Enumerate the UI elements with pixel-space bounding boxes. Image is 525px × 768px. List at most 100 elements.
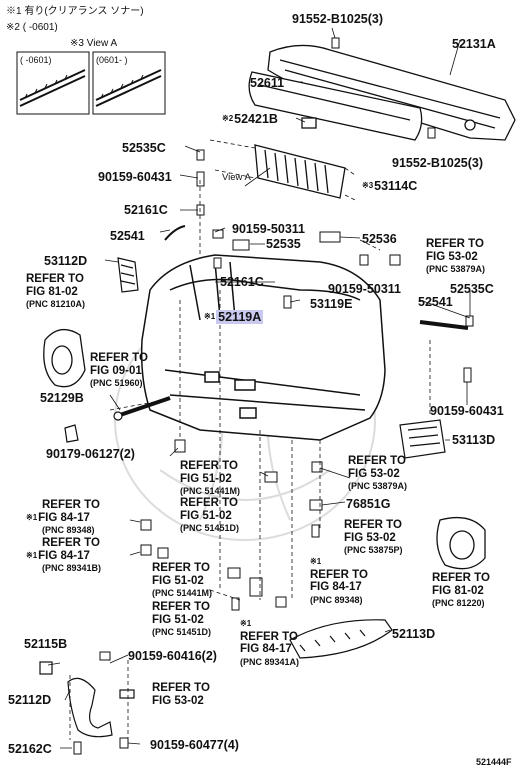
leader-lines — [47, 27, 471, 749]
refer-line1: REFER TO — [42, 537, 100, 549]
refer-line1: REFER TO — [152, 601, 210, 613]
refer-line2: FIG 84-17 — [38, 549, 90, 562]
refer-line2: FIG 53-02 — [152, 694, 204, 707]
part-label-90159-60431-right[interactable]: 90159-60431 — [430, 404, 504, 418]
refer-line1: REFER TO — [240, 630, 298, 643]
part-label-52541-left[interactable]: 52541 — [110, 229, 145, 243]
refer-pnc: (PNC 51451D) — [152, 627, 212, 637]
mark-1: ※1 — [26, 512, 38, 522]
fasteners — [73, 37, 474, 755]
part-label-52161c-b[interactable]: 52161C — [220, 275, 264, 289]
refer-pnc: (PNC 89341A) — [240, 656, 300, 667]
part-label-52421b[interactable]: ※252421B — [222, 112, 278, 126]
part-label-52119a-highlighted: 52119A — [216, 310, 264, 324]
part-label-91552-b1025-bottom[interactable]: 91552-B1025(3) — [392, 156, 484, 170]
part-label-52129b[interactable]: 52129B — [40, 391, 84, 405]
part-label-52541-right[interactable]: 52541 — [418, 295, 453, 309]
mark-2: ※2 — [222, 114, 234, 123]
refer-pnc: (PNC 89348) — [42, 525, 95, 535]
grille-53114C — [254, 117, 346, 199]
fog-lamp-left — [43, 328, 86, 388]
refer-fig-84-17-b[interactable]: REFER TO ※1FIG 84-17 (PNC 89341B) — [26, 537, 101, 575]
refer-pnc: (PNC 89341B) — [42, 563, 102, 573]
part-label-52113d[interactable]: 52113D — [392, 627, 436, 641]
view-a-left-range: ( -0601) — [20, 55, 52, 65]
refer-line1: REFER TO — [432, 572, 490, 584]
refer-fig-84-17-c[interactable]: ※1 REFER TO FIG 84-17 (PNC 89348) — [310, 556, 368, 606]
part-label-52536[interactable]: 52536 — [362, 232, 397, 246]
part-label-52161c-a[interactable]: 52161C — [124, 203, 168, 217]
refer-fig-53-02-c[interactable]: REFER TO FIG 53-02 (PNC 53875P) — [344, 519, 403, 557]
refer-line2: FIG 81-02 — [432, 584, 484, 597]
refer-fig-53-02-b[interactable]: REFER TO FIG 53-02 (PNC 53879A) — [348, 455, 407, 493]
moldings-52541 — [164, 225, 469, 330]
part-label-91552-b1025-top[interactable]: 91552-B1025(3) — [292, 12, 384, 26]
view-a-title: ※3 View A — [70, 38, 118, 49]
refer-line2: FIG 51-02 — [152, 613, 204, 626]
mark-1-52119a: ※1 — [204, 312, 216, 321]
part-label-53114c[interactable]: ※353114C — [362, 179, 417, 193]
refer-fig-51-02-d[interactable]: REFER TO FIG 51-02 (PNC 51451D) — [152, 601, 211, 639]
refer-mark-line: ※1 — [310, 556, 368, 569]
fog-lamp-right — [436, 516, 486, 570]
refer-line1: REFER TO — [310, 568, 368, 581]
part-label-90159-60416[interactable]: 90159-60416(2) — [128, 649, 217, 663]
part-label-52611[interactable]: 52611 — [250, 76, 285, 90]
absorber-52611 — [248, 71, 423, 141]
refer-fig-51-02-c[interactable]: REFER TO FIG 51-02 (PNC 51441M) — [152, 562, 212, 600]
mark-1: ※1 — [310, 557, 322, 566]
part-label-52112d[interactable]: 52112D — [8, 693, 52, 707]
note-1: ※1 有り(クリアランス ソナー) — [6, 6, 144, 17]
part-label-53113d[interactable]: 53113D — [452, 433, 496, 447]
refer-line1: REFER TO — [26, 273, 84, 285]
part-label-90159-60477[interactable]: 90159-60477(4) — [150, 738, 239, 752]
refer-fig-51-02-a[interactable]: REFER TO FIG 51-02 (PNC 51441M) — [180, 460, 240, 498]
refer-line1: REFER TO — [180, 497, 238, 509]
refer-line2: FIG 84-17 — [310, 581, 362, 593]
refer-line2: FIG 81-02 — [26, 285, 78, 298]
refer-fig-09-01[interactable]: REFER TO FIG 09-01 (PNC 51960) — [90, 352, 148, 390]
part-label-53119e[interactable]: 53119E — [310, 297, 353, 311]
part-label-90159-50311-b[interactable]: 90159-50311 — [328, 282, 401, 296]
dashed-lines — [69, 139, 431, 740]
part-label-90179-06127[interactable]: 90179-06127(2) — [46, 447, 135, 461]
part-label-52535c-right[interactable]: 52535C — [450, 282, 494, 296]
refer-fig-51-02-b[interactable]: REFER TO FIG 51-02 (PNC 51451D) — [180, 497, 239, 535]
refer-fig-81-02-b[interactable]: REFER TO FIG 81-02 (PNC 81220) — [432, 572, 490, 610]
refer-fig-53-02-d[interactable]: REFER TO FIG 53-02 — [152, 682, 210, 707]
view-a-boxes — [16, 51, 166, 115]
bracket-53112D — [117, 257, 139, 293]
note-2: ※2 ( -0601) — [6, 22, 58, 33]
refer-line1: REFER TO — [348, 455, 406, 467]
refer-fig-81-02-a[interactable]: REFER TO FIG 81-02 (PNC 81210A) — [26, 273, 85, 311]
refer-line1: REFER TO — [180, 460, 238, 472]
refer-pnc: (PNC 81210A) — [26, 299, 86, 309]
mark-1: ※1 — [26, 550, 38, 560]
mark-1: ※1 — [240, 619, 252, 628]
bracket-52112D — [39, 661, 135, 738]
part-label-52535c-left[interactable]: 52535C — [122, 141, 166, 155]
refer-fig-84-17-d[interactable]: ※1 REFER TO FIG 84-17 (PNC 89341A) — [240, 618, 299, 668]
lower-cover-52113D — [289, 619, 393, 659]
refer-line2: FIG 84-17 — [38, 511, 90, 524]
refer-pnc: (PNC 51441M) — [152, 588, 213, 598]
part-label-90159-50311-a[interactable]: 90159-50311 — [232, 222, 305, 236]
part-label-53112d[interactable]: 53112D — [44, 254, 88, 268]
part-label-52131a[interactable]: 52131A — [452, 37, 496, 51]
refer-fig-84-17-a[interactable]: REFER TO ※1FIG 84-17 (PNC 89348) — [26, 499, 100, 537]
part-label-52535[interactable]: 52535 — [266, 237, 301, 251]
part-label-76851g[interactable]: 76851G — [346, 497, 391, 511]
refer-line2: FIG 53-02 — [426, 250, 478, 263]
part-label-52115b[interactable]: 52115B — [24, 637, 68, 651]
refer-line2: FIG 53-02 — [344, 531, 396, 544]
mark-3: ※3 — [362, 181, 374, 190]
refer-line1: REFER TO — [42, 499, 100, 511]
diagram-id: 521444F — [476, 757, 512, 767]
refer-line2: FIG 09-01 — [90, 364, 142, 377]
part-label-90159-60431-left[interactable]: 90159-60431 — [98, 170, 172, 184]
part-label-52162c[interactable]: 52162C — [8, 742, 52, 756]
refer-fig-53-02-a[interactable]: REFER TO FIG 53-02 (PNC 53879A) — [426, 238, 485, 276]
